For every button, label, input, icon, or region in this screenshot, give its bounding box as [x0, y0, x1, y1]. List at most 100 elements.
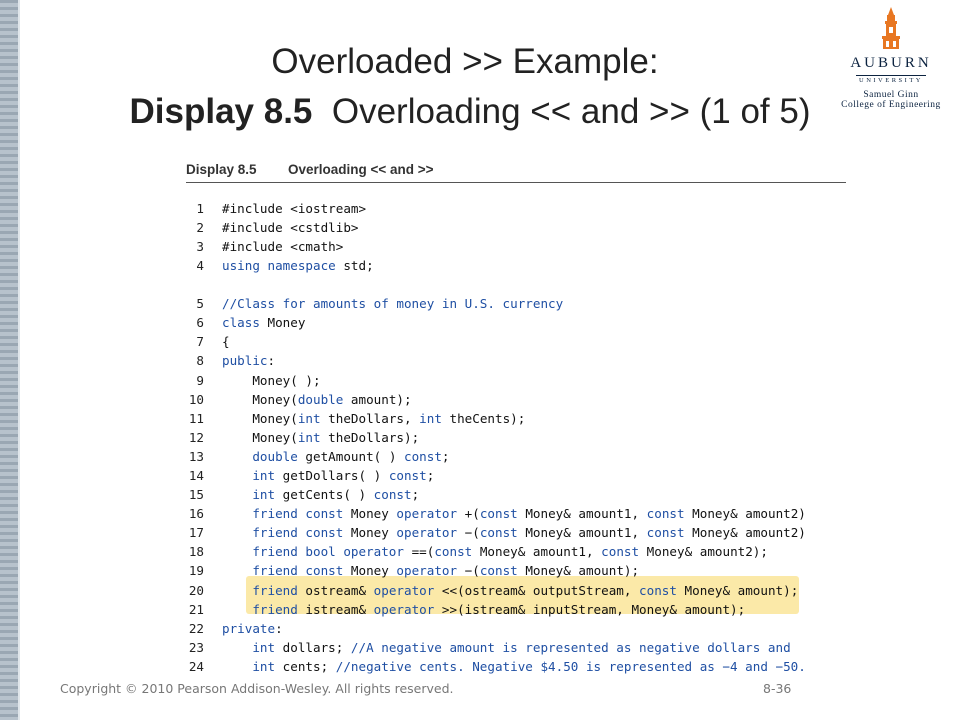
code-line: 8 public: [186, 351, 848, 370]
code-keyword: friend const [222, 563, 344, 579]
code-text: int getCents( ) const; [222, 485, 419, 504]
code-token: theDollars, [320, 410, 420, 426]
code-text: int dollars; //A negative amount is repr… [222, 638, 791, 657]
line-number: 1 [196, 201, 204, 216]
code-line: 17 friend const Money operator −(const M… [186, 523, 848, 542]
code-line: 23 int dollars; //A negative amount is r… [186, 638, 848, 657]
code-keyword: using namespace [222, 258, 336, 274]
line-number: 5 [196, 296, 204, 312]
code-keyword: operator [396, 563, 458, 579]
code-token: ; [411, 487, 420, 503]
code-keyword: operator [396, 506, 458, 522]
logo-rule [856, 75, 926, 76]
code-token: Money [343, 563, 397, 579]
code-token: >>(istream& inputStream, Money& amount); [434, 601, 746, 617]
line-number: 16 [188, 506, 204, 522]
code-keyword: const [646, 525, 685, 541]
code-keyword: const [403, 448, 442, 464]
line-number: 3 [196, 239, 204, 255]
code-token: <<(ostream& outputStream, [434, 582, 640, 598]
line-number: 10 [188, 391, 204, 407]
line-number: 19 [188, 563, 204, 579]
code-line: 20 friend ostream& operator <<(ostream& … [186, 581, 848, 600]
slide-title-line-2: Display 8.5 Overloading << and >> (1 of … [110, 92, 830, 132]
code-keyword: const [479, 506, 518, 522]
code-token: Money& amount2) [684, 525, 806, 541]
code-text: using namespace std; [222, 256, 374, 275]
code-text: #include <cstdlib> [222, 218, 358, 237]
code-keyword: friend [222, 582, 298, 598]
code-keyword: int [297, 410, 321, 426]
code-keyword: const [479, 563, 518, 579]
line-number: 21 [188, 601, 204, 617]
code-keyword: const [639, 582, 677, 598]
code-keyword: int [297, 429, 321, 445]
code-token: ostream& [297, 582, 374, 598]
code-token: −( [457, 563, 480, 579]
code-line: 4 using namespace std; [186, 256, 848, 275]
code-token: cents; [275, 658, 336, 674]
code-keyword: int [222, 658, 276, 674]
figure-header: Display 8.5 Overloading << and >> [186, 160, 846, 183]
code-token: : [267, 353, 276, 369]
code-keyword: operator [396, 525, 458, 541]
code-text: { [222, 332, 230, 351]
code-text: friend ostream& operator <<(ostream& out… [222, 581, 798, 600]
auburn-tower-icon [882, 7, 900, 49]
left-decorative-bar [0, 0, 20, 720]
code-text: friend istream& operator >>(istream& inp… [222, 600, 745, 619]
code-keyword: operator [373, 601, 435, 617]
code-token: ; [426, 468, 435, 484]
code-token: : [275, 620, 283, 636]
code-text: #include <cmath> [222, 237, 343, 256]
line-number: 8 [196, 353, 204, 369]
logo-wordmark: AUBURN [850, 55, 932, 71]
code-keyword: class [222, 315, 260, 331]
code-keyword: const [479, 525, 518, 541]
code-highlight [246, 576, 799, 614]
code-keyword: operator [373, 582, 435, 598]
code-line: 9 Money( ); [186, 371, 848, 390]
code-keyword: friend const [222, 525, 344, 541]
code-token: Money( [222, 410, 298, 426]
code-text: public: [222, 351, 275, 370]
code-token: +( [457, 506, 480, 522]
code-keyword: int [222, 468, 276, 484]
page-number: 8-36 [763, 681, 792, 696]
line-number: 9 [196, 372, 204, 388]
code-text: friend const Money operator +(const Mone… [222, 504, 806, 523]
code-listing: 1#include <iostream>2#include <cstdlib>3… [186, 199, 848, 676]
line-number: 23 [188, 639, 204, 655]
code-line: 7{ [186, 332, 848, 351]
line-number: 14 [188, 468, 204, 484]
code-line: 14 int getDollars( ) const; [186, 466, 848, 485]
code-token: −( [457, 525, 480, 541]
code-token: theCents); [441, 410, 526, 426]
slide-title-display-text: Overloading << and >> (1 of 5) [331, 92, 811, 131]
code-line: 18 friend bool operator ==(const Money& … [186, 542, 848, 561]
code-text: int getDollars( ) const; [222, 466, 434, 485]
code-text: Money(int theDollars); [222, 428, 419, 447]
code-keyword: private [222, 620, 276, 636]
line-number: 4 [196, 258, 204, 274]
code-token: dollars; [275, 639, 351, 655]
code-token: #include <cstdlib> [222, 220, 359, 236]
code-token: Money& amount); [517, 563, 640, 579]
code-token: #include <cmath> [222, 239, 344, 255]
logo-college-line-1: Samuel Ginn [863, 90, 919, 100]
code-keyword: double [222, 448, 298, 464]
code-token: Money( [222, 429, 298, 445]
code-line: 15 int getCents( ) const; [186, 485, 848, 504]
code-comment: //negative cents. Negative $4.50 is repr… [335, 658, 806, 674]
code-text: friend const Money operator −(const Mone… [222, 523, 806, 542]
slide-title-line-1: Overloaded >> Example: [271, 42, 659, 81]
code-keyword: const [434, 544, 473, 560]
slide-title-display-number: Display 8.5 [129, 92, 313, 131]
code-text: double getAmount( ) const; [222, 447, 449, 466]
code-comment: //A negative amount is represented as ne… [350, 639, 791, 655]
line-number: 6 [196, 315, 204, 331]
code-token: getCents( ) [275, 487, 374, 503]
code-token: { [222, 334, 230, 350]
code-token: Money( [222, 391, 298, 407]
